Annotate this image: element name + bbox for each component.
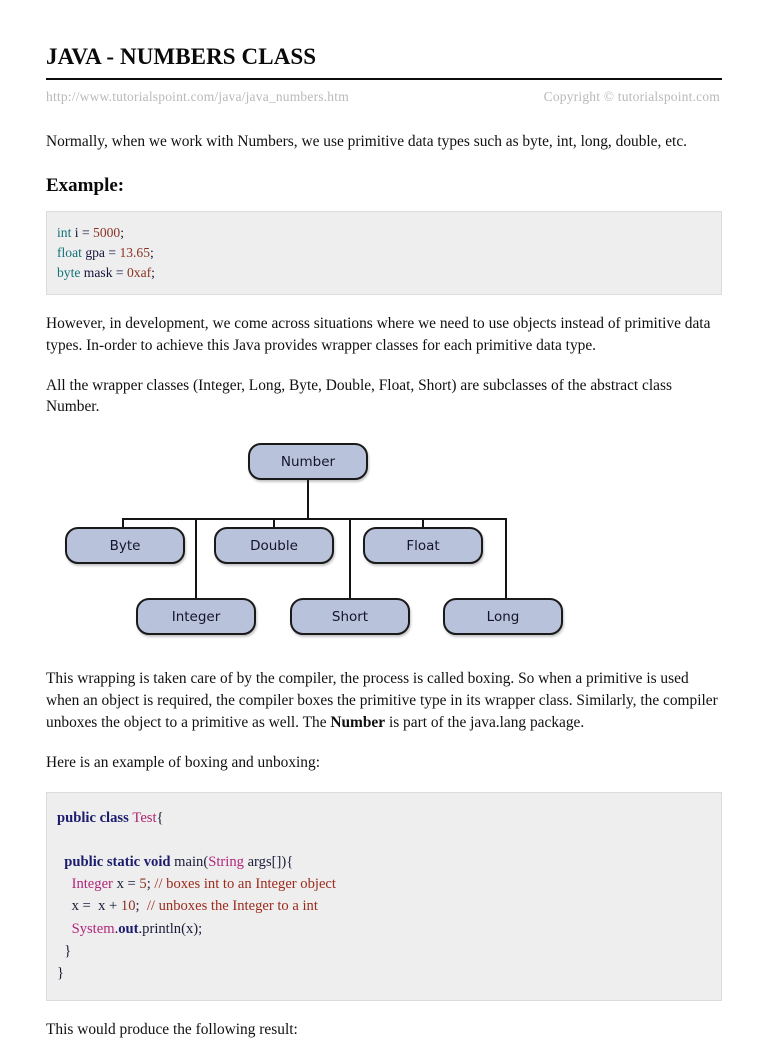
code-token-operator: = bbox=[127, 876, 140, 893]
page-title: JAVA - NUMBERS CLASS bbox=[46, 44, 317, 69]
code-token-type: Integer bbox=[57, 876, 113, 893]
code-token-comment: // unboxes the Integer to a int bbox=[146, 898, 318, 915]
code-token-keyword: float bbox=[57, 244, 82, 260]
diagram-node-double: Double bbox=[214, 527, 334, 565]
code-line: public static void main(String args[]){ bbox=[57, 851, 709, 873]
code-line: } bbox=[57, 940, 709, 962]
paragraph-however: However, in development, we come across … bbox=[46, 314, 711, 354]
paragraph-boxing: This wrapping is taken care of by the co… bbox=[46, 668, 722, 734]
intro-paragraph: Normally, when we work with Numbers, we … bbox=[46, 133, 687, 150]
copyright-notice: Copyright © tutorialspoint.com bbox=[543, 89, 720, 104]
code-line: byte mask = 0xaf; bbox=[57, 263, 709, 283]
edge-drop-integer bbox=[195, 518, 197, 600]
edge-drop-long bbox=[505, 518, 507, 600]
node-label: Integer bbox=[171, 608, 221, 625]
code-token-semicolon: ; bbox=[120, 224, 124, 240]
code-token-comment: // boxes int to an Integer object bbox=[154, 876, 336, 893]
code-token-paren: ( bbox=[203, 854, 209, 871]
node-label: Double bbox=[250, 537, 298, 554]
code-token-method-call: .println(x); bbox=[138, 920, 203, 937]
code-token-number: 0xaf bbox=[126, 264, 152, 280]
source-url-link[interactable]: http://www.tutorialspoint.com/java/java_… bbox=[46, 89, 349, 104]
code-token-parameter: args[] bbox=[243, 854, 282, 871]
node-label: Short bbox=[331, 608, 369, 625]
diagram-node-short: Short bbox=[290, 598, 410, 636]
code-token-field: out bbox=[118, 920, 139, 937]
code-token-operator: = x + bbox=[82, 898, 121, 915]
code-block-primitives: int i = 5000; float gpa = 13.65; byte ma… bbox=[46, 210, 722, 295]
code-token-number: 10 bbox=[120, 898, 136, 915]
code-token-keyword: byte bbox=[57, 264, 81, 280]
code-token-identifier: gpa bbox=[81, 244, 109, 260]
code-line: int i = 5000; bbox=[57, 223, 709, 243]
diagram-node-number: Number bbox=[248, 443, 368, 481]
code-token-operator: = bbox=[108, 244, 120, 260]
code-token-identifier: x bbox=[112, 876, 128, 893]
code-token-classname: Test bbox=[132, 809, 157, 826]
code-token-keyword: int bbox=[57, 224, 72, 240]
code-token-classname: System bbox=[57, 920, 115, 937]
node-label: Byte bbox=[109, 537, 141, 554]
code-token-identifier: i bbox=[71, 224, 82, 240]
code-token-semicolon: ; bbox=[151, 264, 155, 280]
code-token-operator: = bbox=[81, 224, 94, 240]
paragraph-boxing-part1: This wrapping is taken care of by the co… bbox=[46, 670, 718, 732]
edge-drop-double bbox=[273, 518, 275, 529]
example-heading: Example: bbox=[46, 174, 125, 196]
code-token-identifier: mask bbox=[80, 264, 116, 280]
code-token-semicolon: ; bbox=[135, 898, 147, 915]
code-token-brace: } bbox=[57, 942, 72, 959]
code-line: System.out.println(x); bbox=[57, 918, 709, 940]
node-label: Number bbox=[280, 453, 336, 470]
code-token-dot: . bbox=[114, 920, 119, 937]
code-token-identifier: x bbox=[57, 898, 83, 915]
paragraph-here-example: Here is an example of boxing and unboxin… bbox=[46, 753, 320, 771]
code-token-brace: } bbox=[57, 964, 65, 981]
code-token-brace: { bbox=[156, 809, 164, 826]
edge-drop-byte bbox=[122, 518, 124, 529]
code-token-keyword: public class bbox=[57, 809, 133, 826]
title-divider bbox=[46, 78, 722, 80]
paragraph-result: This would produce the following result: bbox=[46, 1021, 298, 1039]
code-token-keyword: public static void bbox=[57, 854, 175, 871]
code-line-blank bbox=[57, 829, 709, 851]
code-block-boxing-example: public class Test{ public static void ma… bbox=[46, 791, 722, 1002]
diagram-node-integer: Integer bbox=[136, 598, 256, 636]
document-header: JAVA - NUMBERS CLASS http://www.tutorial… bbox=[46, 44, 722, 105]
code-line: public class Test{ bbox=[57, 807, 709, 829]
code-token-method: main bbox=[174, 854, 204, 871]
edge-drop-short bbox=[349, 518, 351, 600]
code-line: x = x + 10; // unboxes the Integer to a … bbox=[57, 895, 709, 917]
code-token-semicolon: ; bbox=[150, 244, 154, 260]
diagram-node-float: Float bbox=[363, 527, 483, 565]
code-line: Integer x = 5; // boxes int to an Intege… bbox=[57, 873, 709, 895]
code-token-brace: ){ bbox=[281, 854, 294, 871]
header-meta-row: http://www.tutorialspoint.com/java/java_… bbox=[46, 89, 722, 105]
diagram-node-long: Long bbox=[443, 598, 563, 636]
code-token-operator: = bbox=[115, 264, 127, 280]
number-class-hierarchy-diagram: Number Byte Double Float Integer Short L… bbox=[62, 436, 682, 648]
code-token-semicolon: ; bbox=[146, 876, 155, 893]
code-token-number: 13.65 bbox=[119, 244, 151, 260]
edge-horizontal-bus bbox=[122, 518, 507, 521]
code-token-number: 5 bbox=[139, 876, 147, 893]
edge-drop-float bbox=[422, 518, 424, 529]
paragraph-boxing-part2: is part of the java.lang package. bbox=[385, 714, 585, 732]
code-token-number: 5000 bbox=[93, 224, 121, 240]
node-label: Float bbox=[406, 537, 440, 554]
code-token-type: String bbox=[208, 854, 244, 871]
paragraph-wrapper-classes: All the wrapper classes (Integer, Long, … bbox=[46, 376, 672, 416]
edge-number-stem bbox=[307, 480, 309, 521]
paragraph-boxing-emphasis: Number bbox=[330, 714, 386, 732]
node-label: Long bbox=[486, 608, 520, 625]
code-line: } bbox=[57, 962, 709, 984]
code-line: float gpa = 13.65; bbox=[57, 243, 709, 263]
diagram-node-byte: Byte bbox=[65, 527, 185, 565]
